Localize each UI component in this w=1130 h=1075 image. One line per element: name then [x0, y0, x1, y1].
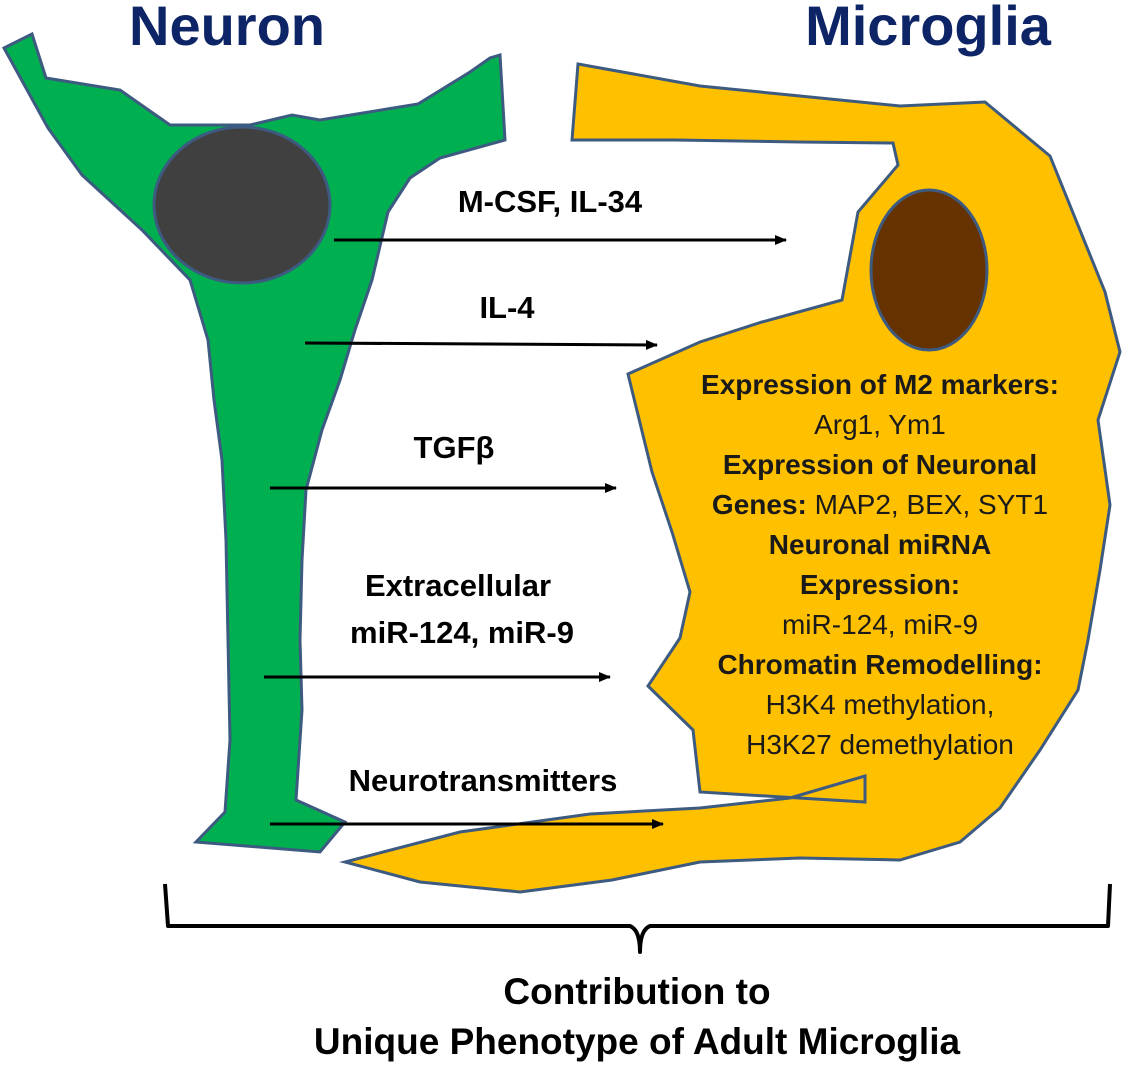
neuronal-mirna-values: miR-124, miR-9 — [782, 609, 978, 640]
caption-line-1: Contribution to — [503, 971, 770, 1012]
neuron-nucleus — [152, 125, 332, 285]
neuronal-genes-values: MAP2, BEX, SYT1 — [807, 489, 1048, 520]
signal-label-neurotransmitters: Neurotransmitters — [349, 763, 618, 798]
signal-label-mir124-mir9: miR-124, miR-9 — [350, 615, 574, 650]
neuronal-mirna-expression-label: Expression: — [800, 569, 960, 600]
arrow-il4 — [304, 339, 658, 350]
neuronal-genes-line: Genes: MAP2, BEX, SYT1 — [712, 489, 1048, 520]
m2-markers-heading: Expression of M2 markers: — [701, 369, 1059, 400]
signal-label-mcsf-il34: M-CSF, IL-34 — [458, 184, 643, 219]
neuron-title: Neuron — [129, 0, 325, 57]
microglia-nucleus — [869, 188, 989, 352]
signal-label-tgfb: TGFβ — [414, 430, 495, 465]
chromatin-remodelling-heading: Chromatin Remodelling: — [717, 649, 1042, 680]
signal-label-extracellular: Extracellular — [365, 568, 551, 603]
signal-label-il4: IL-4 — [479, 290, 535, 325]
chromatin-values-h3k27: H3K27 demethylation — [746, 729, 1014, 760]
caption-line-2: Unique Phenotype of Adult Microglia — [314, 1021, 961, 1062]
curly-bracket — [163, 883, 1112, 954]
neuronal-mirna-heading: Neuronal miRNA — [769, 529, 991, 560]
microglia-title: Microglia — [805, 0, 1052, 57]
neuronal-genes-label: Genes: — [712, 489, 807, 520]
m2-markers-values: Arg1, Ym1 — [814, 409, 946, 440]
chromatin-values-h3k4: H3K4 methylation, — [766, 689, 995, 720]
neuronal-genes-heading: Expression of Neuronal — [723, 449, 1037, 480]
